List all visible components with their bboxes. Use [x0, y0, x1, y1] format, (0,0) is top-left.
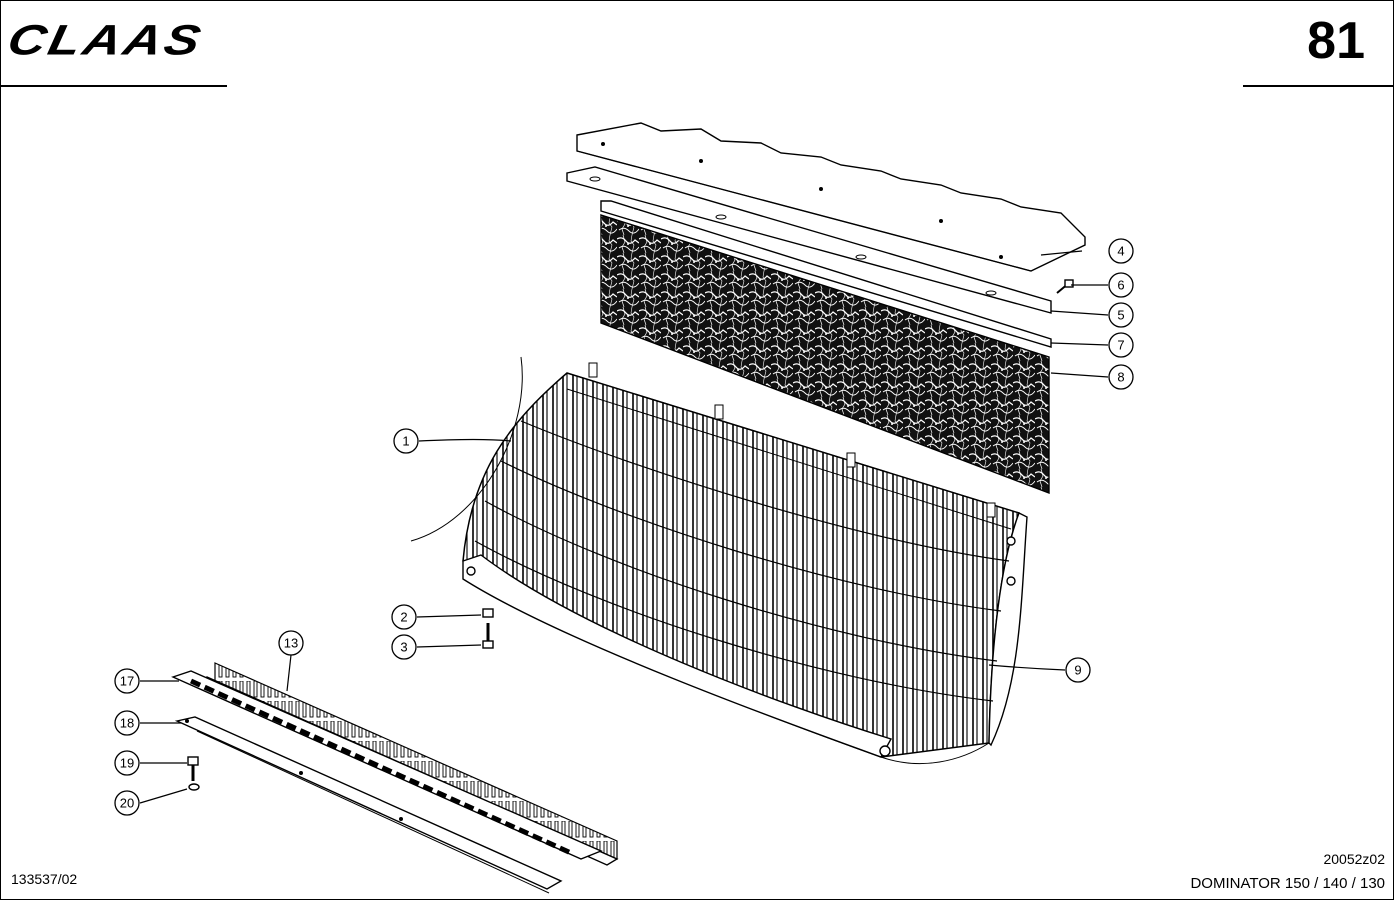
callout-1: 1: [393, 428, 419, 454]
callout-13: 13: [278, 630, 304, 656]
callout-7-label: 7: [1117, 338, 1124, 353]
header-rule-left: [1, 85, 227, 87]
callout-1-label: 1: [402, 434, 409, 449]
callout-18-label: 18: [120, 716, 134, 731]
callout-5-label: 5: [1117, 308, 1124, 323]
callout-13-label: 13: [284, 636, 298, 651]
part-9-concave: [462, 362, 1028, 765]
callout-2: 2: [391, 604, 417, 630]
part-1-arc: [410, 356, 523, 542]
callout-5: 5: [1108, 302, 1134, 328]
callout-8-label: 8: [1117, 370, 1124, 385]
callout-3: 3: [391, 634, 417, 660]
part-5-strip: [566, 166, 1052, 314]
model-designation: DOMINATOR 150 / 140 / 130: [1190, 875, 1385, 892]
part-19-bolt: [187, 756, 199, 781]
part-3-bolt: [482, 623, 494, 649]
callout-8: 8: [1108, 364, 1134, 390]
part-2-nut: [482, 608, 494, 618]
callout-6: 6: [1108, 272, 1134, 298]
callout-9: 9: [1065, 657, 1091, 683]
callout-20-label: 20: [120, 796, 134, 811]
part-4-cover-plate: [576, 122, 1086, 272]
callout-2-label: 2: [400, 610, 407, 625]
callout-7: 7: [1108, 332, 1134, 358]
callout-3-label: 3: [400, 640, 407, 655]
callout-labels: 1 2 3 4 5 6 7: [114, 238, 1134, 816]
part-20-washer: [188, 783, 200, 791]
callout-19: 19: [114, 750, 140, 776]
part-17-bar: [171, 670, 603, 860]
leader-lines: [139, 250, 1109, 804]
page-number: 81: [1307, 12, 1365, 70]
part-6-bolt: [1056, 279, 1074, 294]
callout-17-label: 17: [120, 674, 134, 689]
callout-6-label: 6: [1117, 278, 1124, 293]
callout-4-label: 4: [1117, 244, 1124, 259]
header-rule-right: [1243, 85, 1393, 87]
callout-20: 20: [114, 790, 140, 816]
callout-9-label: 9: [1074, 663, 1081, 678]
callout-19-label: 19: [120, 756, 134, 771]
drawing-code: 20052z02: [1323, 851, 1385, 867]
callout-4: 4: [1108, 238, 1134, 264]
callout-18: 18: [114, 710, 140, 736]
part-18-base-strip: [174, 716, 563, 894]
callout-17: 17: [114, 668, 140, 694]
document-number: 133537/02: [11, 871, 78, 887]
part-8-panel: [600, 214, 1050, 495]
